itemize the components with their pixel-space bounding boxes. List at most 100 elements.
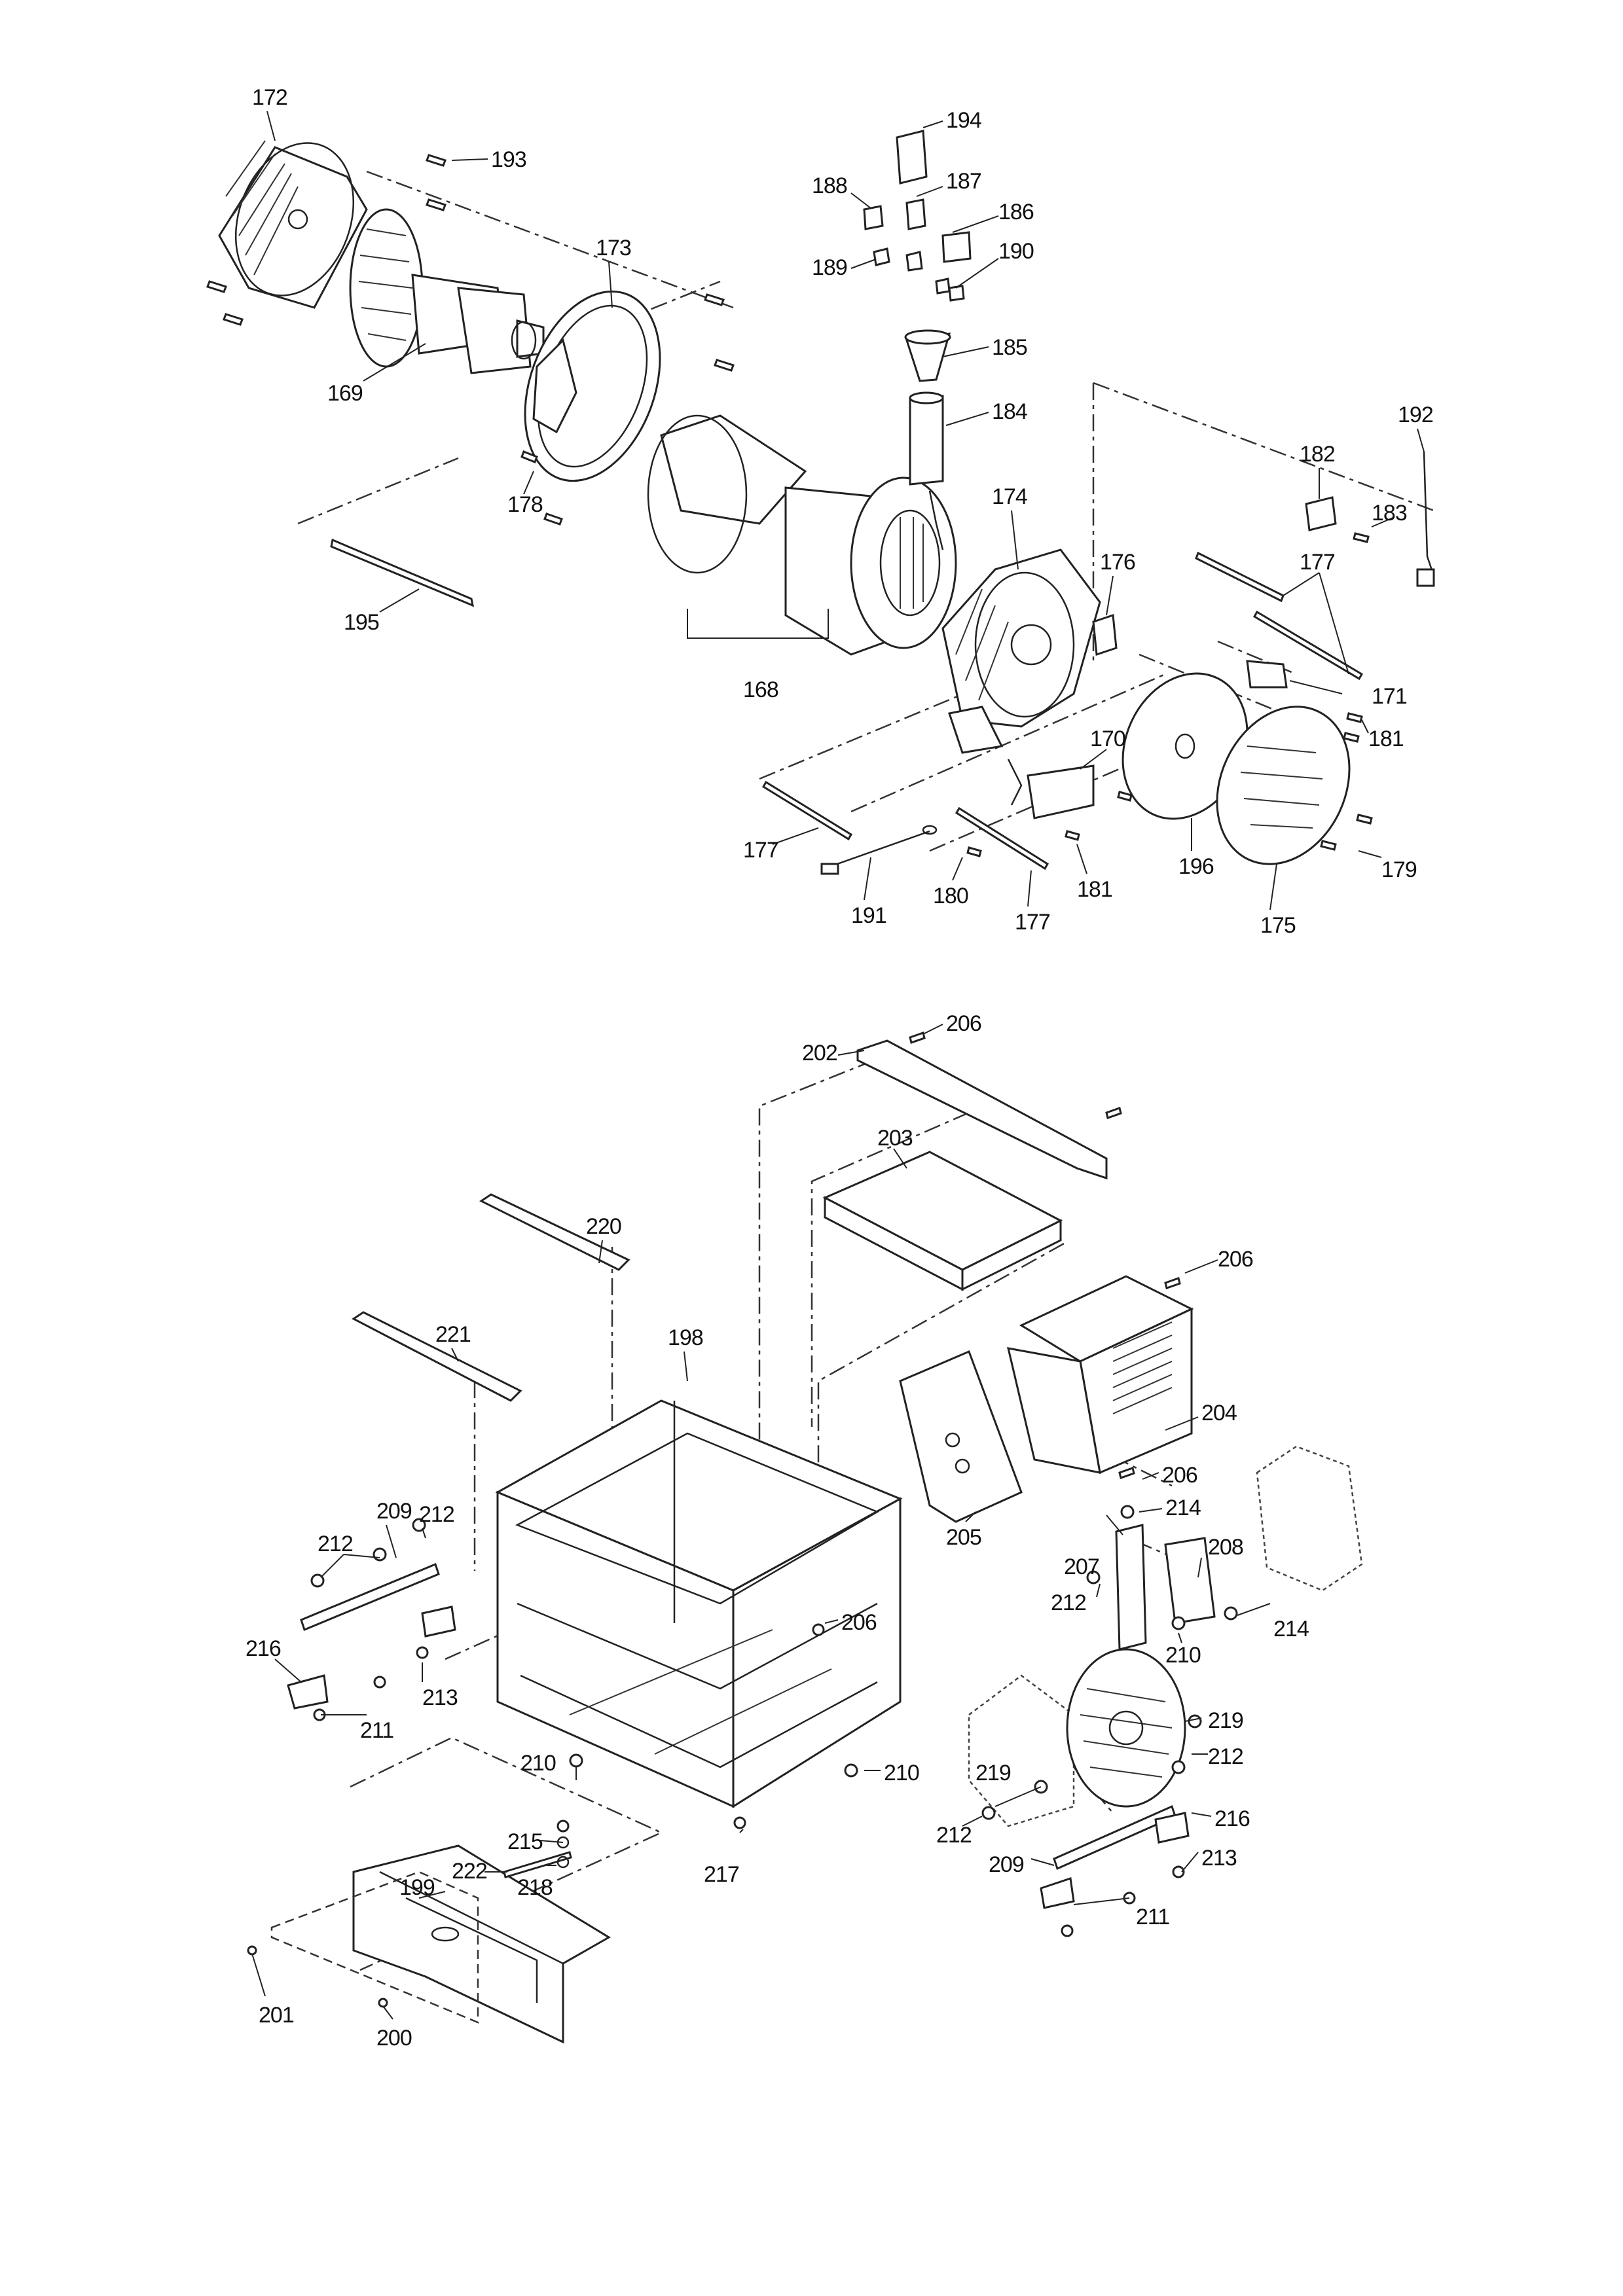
label-190: 190	[998, 239, 1034, 264]
label-188: 188	[812, 173, 847, 198]
label-171: 171	[1372, 684, 1407, 709]
frame-198	[495, 1399, 903, 1808]
label-194: 194	[946, 108, 981, 133]
long-bolts	[330, 538, 1364, 870]
label-192: 192	[1398, 403, 1433, 427]
label-212-bottom: 212	[936, 1823, 972, 1848]
label-207: 207	[1064, 1554, 1099, 1579]
label-177-top: 177	[1300, 550, 1335, 575]
label-200: 200	[376, 2026, 412, 2051]
label-213-left: 213	[422, 1685, 458, 1710]
end-cover-175	[1216, 706, 1351, 865]
label-206-top: 206	[946, 1011, 981, 1036]
label-199: 199	[399, 1875, 435, 1900]
label-215: 215	[507, 1829, 543, 1854]
label-198: 198	[668, 1325, 703, 1350]
label-177-left: 177	[743, 838, 778, 863]
foam-strip-221	[352, 1311, 522, 1402]
bracket-208	[1164, 1537, 1216, 1624]
bracket-207	[1115, 1524, 1147, 1651]
label-206-box: 206	[1162, 1463, 1197, 1488]
label-175: 175	[1260, 913, 1296, 938]
rear-housing-172	[218, 140, 368, 309]
label-173: 173	[596, 236, 631, 260]
label-210-left: 210	[520, 1751, 556, 1776]
label-189: 189	[812, 255, 847, 280]
panel-205	[899, 1350, 1023, 1523]
label-216-left: 216	[246, 1636, 281, 1661]
label-205: 205	[946, 1525, 981, 1550]
label-179: 179	[1381, 857, 1417, 882]
stator-sleeve-168	[647, 414, 957, 656]
alternator-lower	[968, 1648, 1186, 1827]
label-191: 191	[851, 903, 886, 928]
leader-lines-lower	[251, 1024, 1271, 2020]
label-214-top: 214	[1165, 1496, 1201, 1520]
label-177-bottom: 177	[1015, 910, 1050, 935]
label-210-right: 210	[884, 1761, 919, 1785]
label-169: 169	[327, 381, 363, 406]
front-bracket-173	[524, 290, 661, 482]
mount-right	[1040, 1804, 1190, 1909]
label-210-mid: 210	[1165, 1643, 1201, 1668]
label-220: 220	[586, 1214, 621, 1239]
label-212-right: 212	[1208, 1744, 1243, 1769]
label-181-right: 181	[1368, 726, 1404, 751]
label-176: 176	[1100, 550, 1135, 575]
label-183: 183	[1372, 501, 1407, 526]
cover-170	[1007, 759, 1095, 819]
ground-rod-222	[503, 1836, 572, 1878]
base-tray-199	[352, 1844, 611, 2044]
label-213-right: 213	[1201, 1846, 1237, 1871]
screws-upper	[206, 154, 1373, 857]
label-186: 186	[998, 200, 1034, 224]
ground-strap-191	[820, 825, 938, 875]
label-206-frame: 206	[841, 1610, 877, 1635]
label-216-right: 216	[1214, 1806, 1250, 1831]
label-212-left: 212	[318, 1532, 353, 1556]
screws-lower	[247, 1031, 1238, 2008]
tray-203	[822, 1151, 1063, 1291]
label-206-mid: 206	[1218, 1247, 1253, 1272]
label-182: 182	[1300, 442, 1335, 467]
foam-strip-220	[479, 1193, 630, 1271]
label-209-left: 209	[376, 1499, 412, 1524]
label-221: 221	[435, 1322, 471, 1347]
label-193: 193	[491, 147, 526, 172]
label-181-bottom: 181	[1077, 877, 1112, 902]
label-195: 195	[344, 610, 379, 635]
label-187: 187	[946, 169, 981, 194]
part-labels: 172 193 173 169 178 195 168 194 188 187 …	[246, 85, 1434, 2051]
label-184: 184	[992, 399, 1027, 424]
connectors-group	[863, 130, 972, 486]
label-172: 172	[252, 85, 287, 110]
label-214-right: 214	[1273, 1617, 1309, 1641]
engine-outline	[1256, 1445, 1363, 1592]
label-219-right: 219	[1208, 1708, 1243, 1733]
label-196: 196	[1178, 854, 1214, 879]
label-202: 202	[802, 1041, 837, 1066]
label-185: 185	[992, 335, 1027, 360]
base-plate-dashed	[270, 1871, 479, 2024]
bracket-171	[1246, 660, 1288, 689]
label-168: 168	[743, 677, 778, 702]
end-housing-174	[941, 548, 1101, 754]
label-222: 222	[452, 1859, 487, 1884]
label-178: 178	[507, 492, 543, 517]
label-212-left-top: 212	[419, 1502, 454, 1527]
mount-left	[287, 1562, 456, 1710]
label-201: 201	[259, 2003, 294, 2028]
label-180: 180	[933, 884, 968, 908]
label-211-left: 211	[360, 1718, 393, 1743]
rotor-169	[349, 208, 545, 374]
label-211-right: 211	[1136, 1905, 1169, 1929]
label-217: 217	[704, 1862, 739, 1887]
top-bar-202	[856, 1039, 1108, 1180]
label-208: 208	[1208, 1535, 1243, 1560]
label-170: 170	[1090, 726, 1125, 751]
label-219-left: 219	[976, 1761, 1011, 1785]
label-212-mid: 212	[1051, 1590, 1086, 1615]
label-203: 203	[877, 1126, 913, 1151]
brush-holder-176	[1092, 613, 1118, 656]
